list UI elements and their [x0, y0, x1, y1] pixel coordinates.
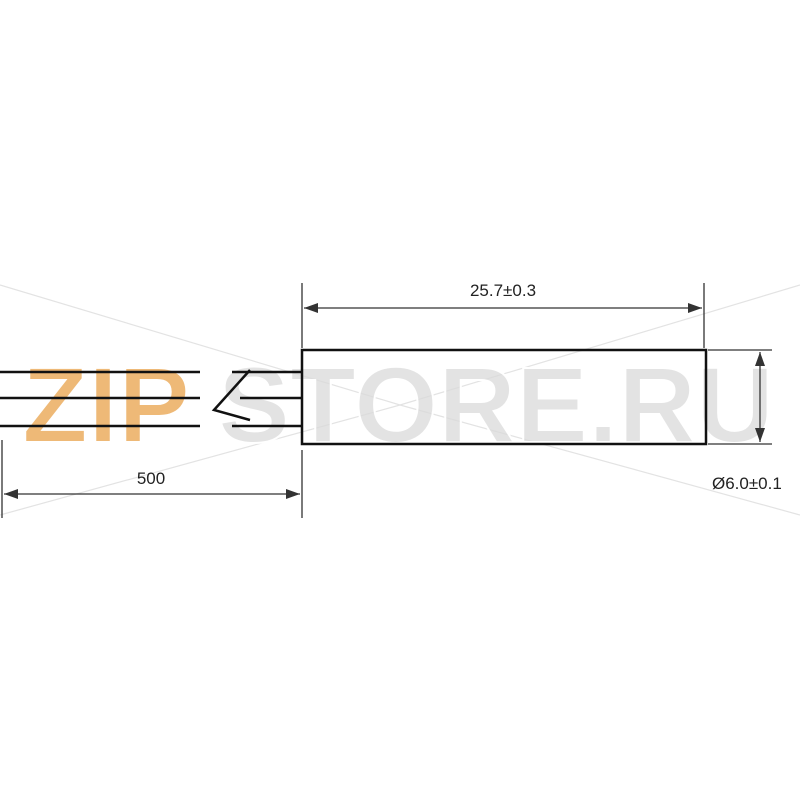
arrow-head [304, 303, 318, 313]
background-diagonal-line [0, 404, 401, 516]
cable-length-label: 500 [137, 469, 165, 488]
arrow-head [755, 352, 765, 366]
arrow-head [688, 303, 702, 313]
arrow-head [755, 428, 765, 442]
background-diagonal-line [399, 284, 800, 406]
background-diagonal-line [0, 284, 401, 406]
length-dimension-label: 25.7±0.3 [470, 281, 536, 300]
heater-body [300, 348, 708, 446]
lead-wires [0, 369, 302, 428]
arrow-head [286, 489, 300, 499]
diameter-label: Ø6.0±0.1 [712, 474, 782, 493]
length-dimension [301, 283, 705, 348]
cable-length-dimension [1, 440, 303, 518]
background-lines [0, 284, 800, 516]
arrow-head [4, 489, 18, 499]
diameter-dimension [708, 349, 772, 445]
break-mark [211, 369, 251, 422]
watermark-prefix: ZIP [22, 344, 190, 465]
background-diagonal-line [399, 404, 800, 516]
